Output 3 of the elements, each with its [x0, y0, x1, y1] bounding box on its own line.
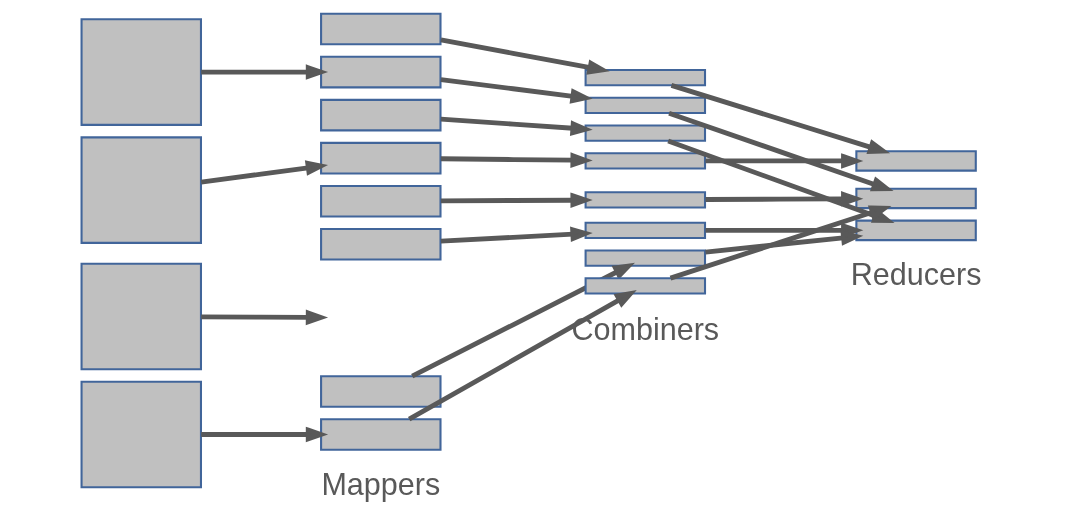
- label: Combiners: [570, 311, 719, 346]
- label: Mappers: [320, 467, 440, 502]
- label: Reducers: [850, 257, 981, 292]
